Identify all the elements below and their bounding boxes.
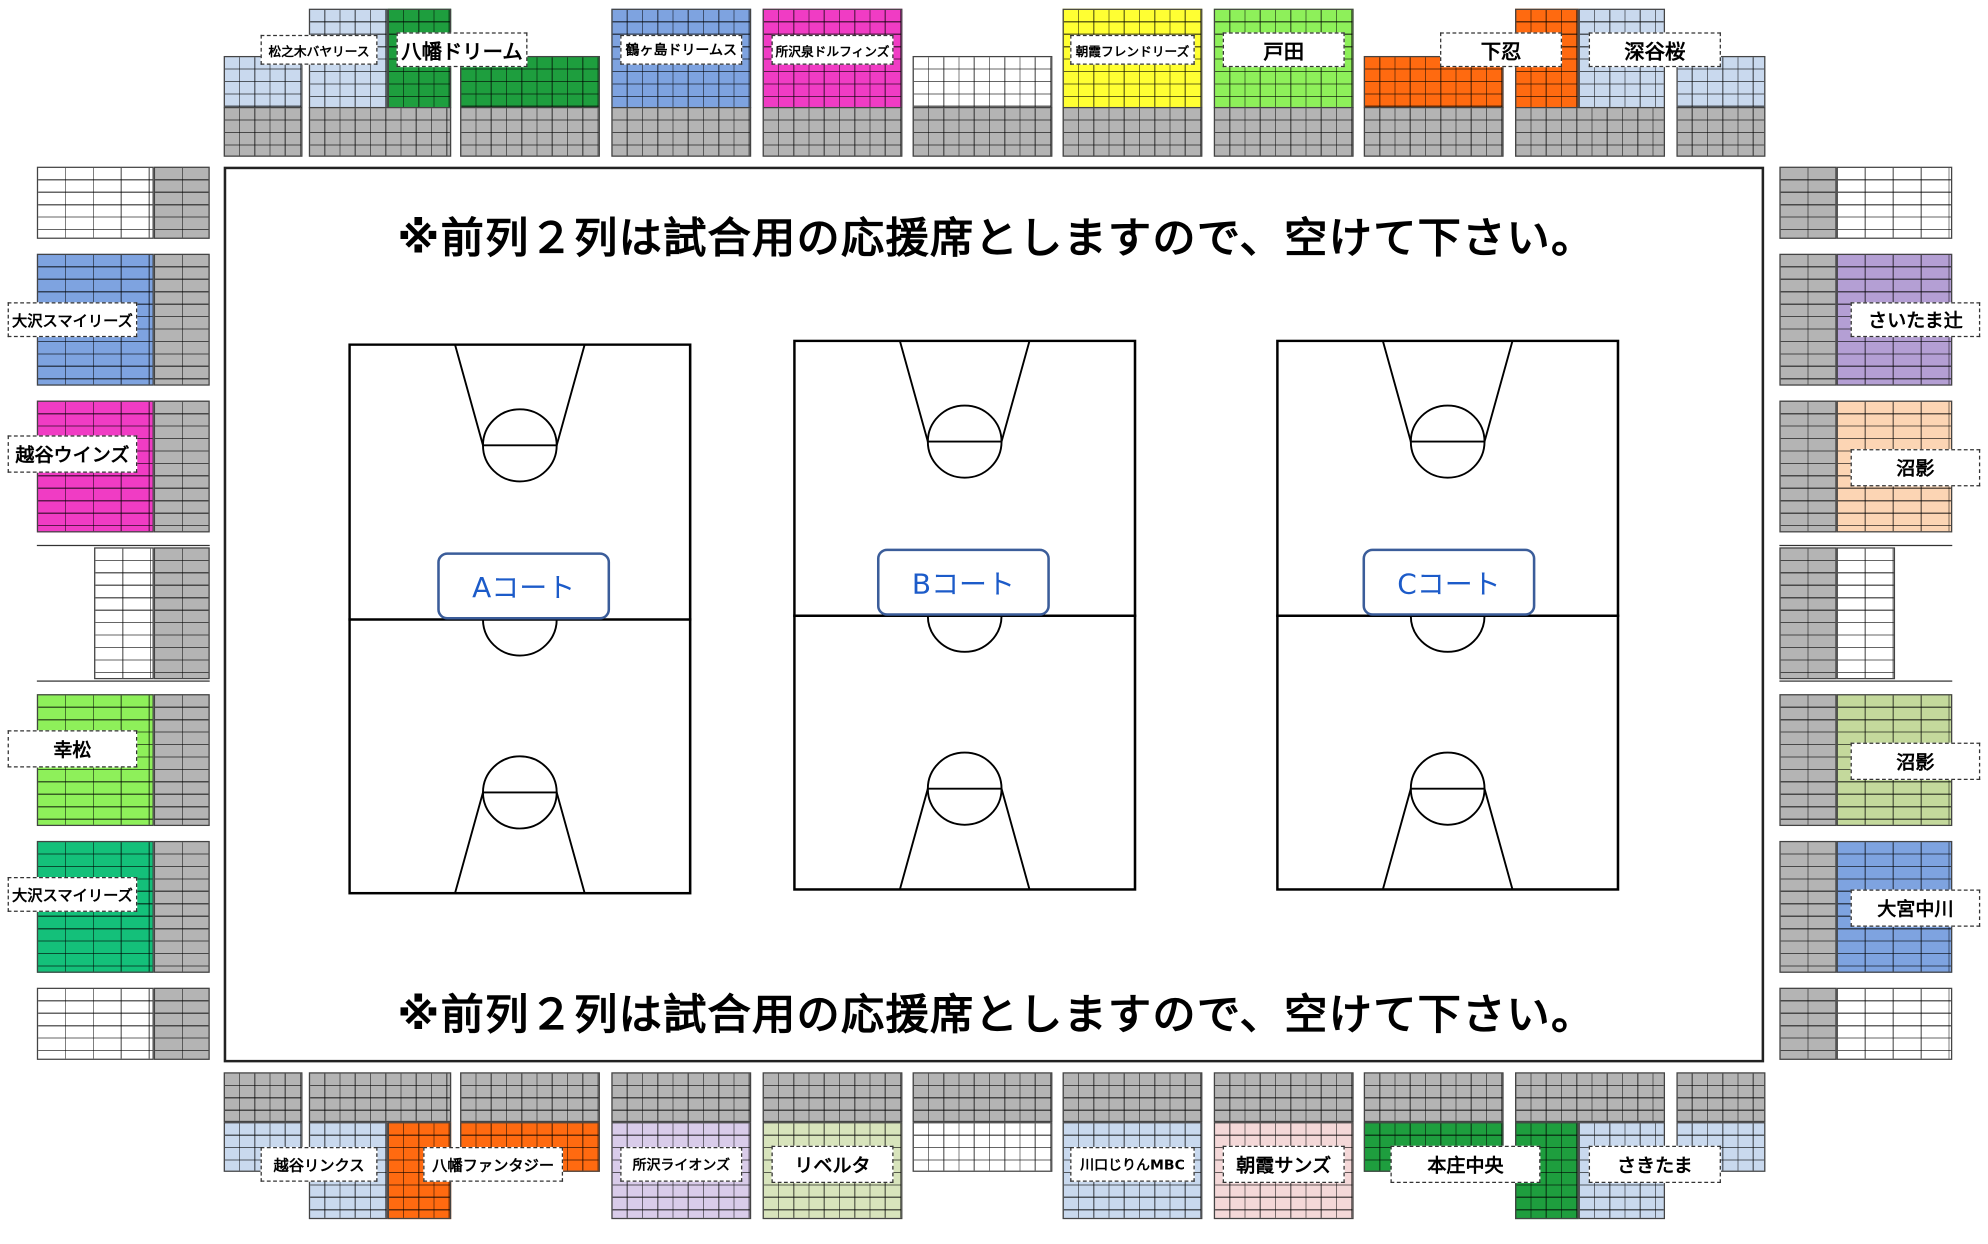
seat-block: [308, 1072, 452, 1123]
seat-block: [1779, 253, 1837, 386]
court-a: Aコート: [348, 343, 694, 903]
team-label: 深谷桜: [1588, 32, 1721, 68]
seat-block: [1363, 106, 1504, 157]
team-label: 沼影: [1850, 742, 1981, 780]
seat-block: [153, 547, 210, 680]
seat-block: [460, 106, 600, 157]
seat-block: [1515, 106, 1666, 157]
seat-block: [912, 1122, 1053, 1172]
court-label: Aコート: [437, 552, 611, 620]
seat-block: [762, 1072, 903, 1123]
seat-block: [153, 694, 210, 827]
seat-block: [1779, 987, 1837, 1060]
team-label: 幸松: [7, 730, 138, 768]
team-label: 所沢泉ドルフィンズ: [771, 34, 894, 65]
seat-block: [36, 987, 154, 1060]
team-label: 八幡ファンタジー: [423, 1146, 564, 1182]
seat-block: [1836, 166, 1953, 239]
team-label: さきたま: [1588, 1145, 1721, 1184]
seat-block: [460, 55, 600, 109]
team-label: 朝霞サンズ: [1222, 1145, 1345, 1184]
seat-block: [94, 547, 154, 680]
arena-floor: ※前列２列は試合用の応援席としますので、空けて下さい。 Aコート: [223, 166, 1765, 1063]
seat-block: [1779, 694, 1837, 827]
seat-block: [153, 987, 210, 1060]
team-label: 越谷リンクス: [260, 1146, 378, 1182]
seat-block: [223, 55, 303, 109]
seat-block: [1676, 106, 1766, 157]
team-label: 大宮中川: [1850, 889, 1981, 927]
seat-block: [1062, 1072, 1203, 1123]
seat-block: [1213, 1072, 1354, 1123]
seat-block: [460, 1072, 600, 1123]
seat-block: [1779, 547, 1837, 680]
court-c: Cコート: [1276, 339, 1622, 900]
seat-block: [36, 166, 154, 239]
court-label: Bコート: [876, 548, 1050, 616]
seat-block: [1836, 987, 1953, 1060]
court-lines: [793, 339, 1137, 891]
team-label: リベルタ: [771, 1145, 894, 1184]
court-label: Cコート: [1362, 548, 1536, 616]
seat-block: [1779, 840, 1837, 973]
seat-block: [912, 1072, 1053, 1123]
seat-block: [1062, 106, 1203, 157]
seat-block: [912, 106, 1053, 157]
team-label: 所沢ライオンズ: [620, 1146, 743, 1182]
notice-text-bottom: ※前列２列は試合用の応援席としますので、空けて下さい。: [397, 990, 1596, 1040]
team-label: さいたま辻: [1850, 302, 1981, 338]
team-label: 八幡ドリーム: [396, 32, 528, 68]
seat-block: [912, 55, 1053, 109]
team-label: 大沢スマイリーズ: [7, 877, 138, 912]
team-label: 本庄中央: [1390, 1145, 1541, 1184]
team-label: 川口じりんMBC: [1070, 1146, 1195, 1182]
seat-block: [1515, 1072, 1666, 1123]
seat-block: [153, 253, 210, 386]
seat-block: [153, 840, 210, 973]
court-lines: [1276, 339, 1620, 891]
seat-block: [223, 106, 303, 157]
seat-block: [1363, 1072, 1504, 1123]
notice-text-top: ※前列２列は試合用の応援席としますので、空けて下さい。: [397, 213, 1596, 264]
seat-block: [1836, 547, 1896, 680]
divider: [1779, 680, 1953, 682]
team-label: 朝霞フレンドリーズ: [1070, 34, 1195, 65]
seat-block: [1779, 166, 1837, 239]
seat-block: [153, 400, 210, 533]
divider: [36, 544, 210, 547]
team-label: 鶴ヶ島ドリームス: [620, 34, 743, 65]
team-label: 大沢スマイリーズ: [7, 302, 138, 338]
seat-block: [611, 106, 752, 157]
seat-block: [611, 1072, 752, 1123]
team-label: 沼影: [1850, 449, 1981, 487]
divider: [1779, 544, 1953, 547]
seat-block: [1213, 106, 1354, 157]
team-label: 松之木バヤリース: [260, 34, 378, 65]
seat-block: [1779, 400, 1837, 533]
seat-block: [153, 166, 210, 239]
court-lines: [348, 343, 692, 895]
seat-block: [1676, 1072, 1766, 1123]
seat-block: [308, 106, 452, 157]
team-label: 戸田: [1222, 32, 1345, 68]
team-label: 越谷ウインズ: [7, 435, 138, 473]
seat-block: [223, 1072, 303, 1123]
team-label: 下忍: [1440, 32, 1563, 68]
court-b: Bコート: [793, 339, 1139, 900]
divider: [36, 680, 210, 682]
seat-block: [762, 106, 903, 157]
